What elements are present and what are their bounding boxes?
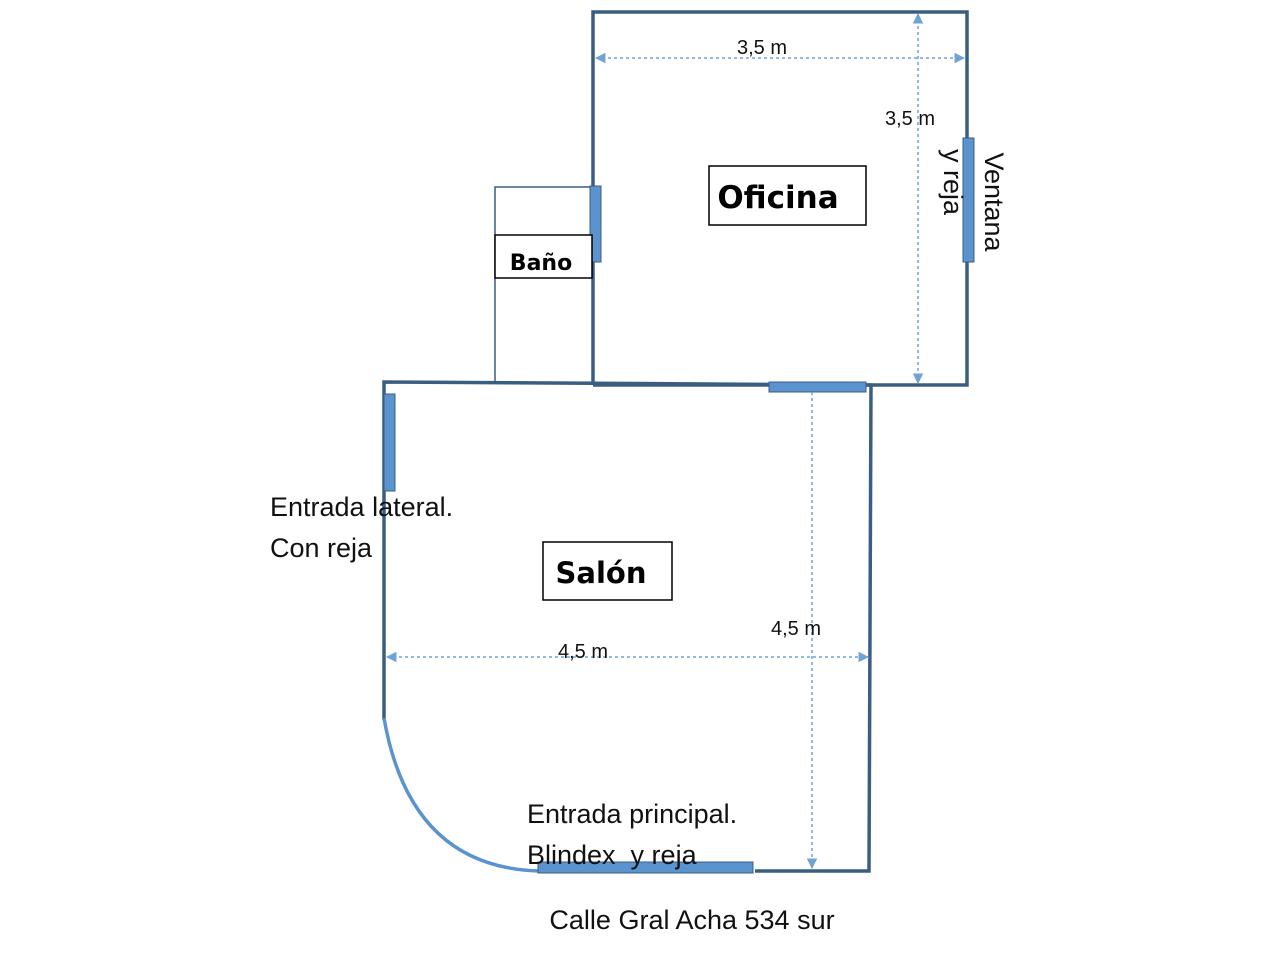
- office-label-box: [708, 165, 867, 226]
- living-room-walls: [382, 380, 873, 873]
- side-entrance-door: [383, 393, 396, 492]
- living-room-label: Salón: [556, 556, 647, 590]
- street-address: Calle Gral Acha 534 sur: [549, 905, 834, 935]
- office-window: [962, 137, 975, 263]
- bathroom-label: Baño: [510, 251, 572, 276]
- window-label: Ventana: [979, 152, 1009, 252]
- bathroom-walls: [494, 186, 593, 383]
- window-label-line2: y reja: [938, 149, 968, 216]
- main-entrance-label: Entrada principal.: [527, 799, 737, 829]
- office-living-door: [768, 381, 867, 393]
- bathroom-door: [589, 185, 602, 263]
- side-entrance-label: Entrada lateral.: [270, 492, 453, 522]
- main-entrance-door: [537, 861, 754, 874]
- office-label: Oficina: [717, 180, 838, 216]
- living-height-label: 4,5 m: [771, 618, 821, 640]
- main-door-swing-arc: [382, 717, 541, 873]
- office-height-label: 3,5 m: [885, 108, 935, 130]
- bathroom-label-box: [494, 234, 593, 279]
- side-entrance-label-line2: Con reja: [270, 533, 373, 563]
- living-label-box: [542, 541, 673, 601]
- office-width-label: 3,5 m: [737, 37, 787, 59]
- living-width-label: 4,5 m: [558, 641, 608, 663]
- main-entrance-label-line2: Blindex y reja: [527, 840, 698, 870]
